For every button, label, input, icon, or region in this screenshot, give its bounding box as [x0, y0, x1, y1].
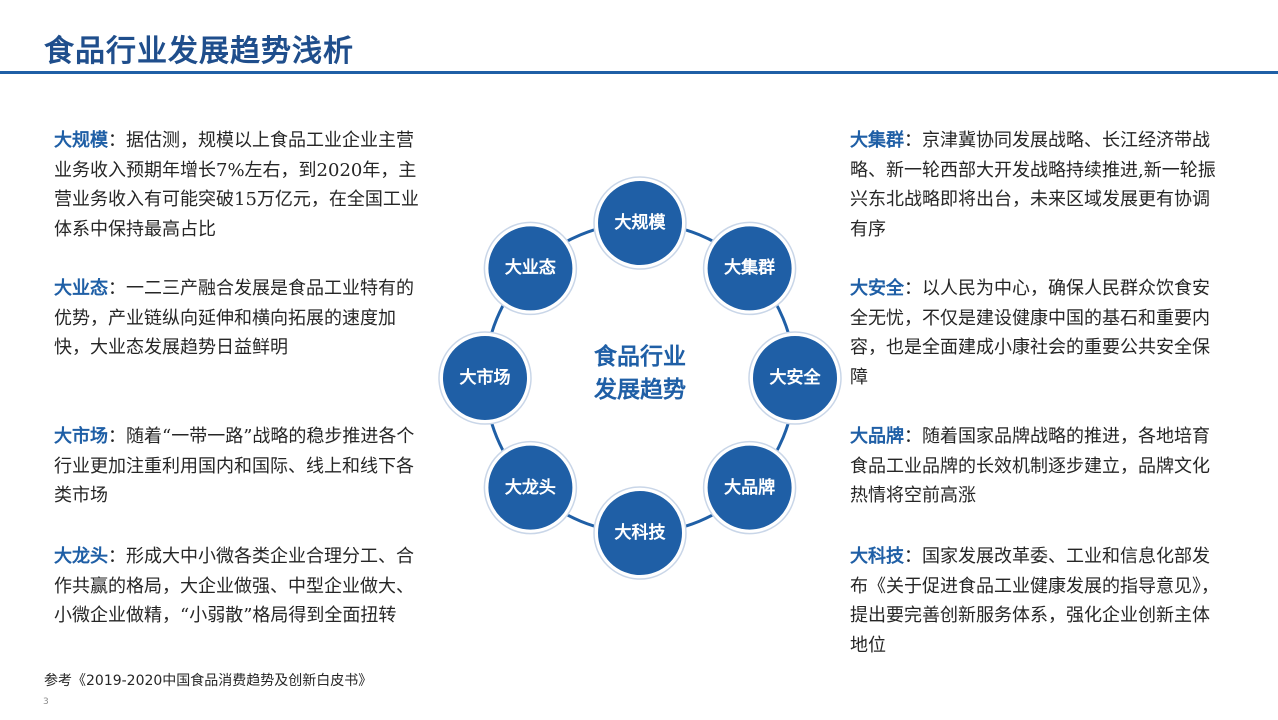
paragraph-text: ：一二三产融合发展是食品工业特有的优势，产业链纵向延伸和横向拓展的速度加快，大业… [54, 278, 414, 358]
paragraph-keyword: 大规模 [54, 130, 108, 151]
slide-title: 食品行业发展趋势浅析 [44, 34, 354, 69]
cycle-node-label-leaders: 大龙头 [504, 477, 556, 498]
cycle-nodes [438, 176, 842, 580]
cycle-node-brand [705, 443, 794, 532]
cycle-node-leaders [486, 443, 575, 532]
title-divider [0, 71, 1278, 74]
reference-note: 参考《2019-2020中国食品消费趋势及创新白皮书》 [44, 673, 373, 689]
center-label-line-1: 食品行业 [594, 343, 686, 370]
paragraph-keyword: 大集群 [850, 130, 904, 151]
cycle-node-tech [596, 489, 684, 577]
paragraph-keyword: 大市场 [54, 426, 108, 447]
paragraph-text: ：随着“一带一路”战略的稳步推进各个行业更加注重利用国内和国际、线上和线下各类市… [54, 426, 415, 506]
paragraph-large-brand: 大品牌：随着国家品牌战略的推进，各地培育食品工业品牌的长效机制逐步建立，品牌文化… [850, 422, 1222, 511]
center-label-line-2: 发展趋势 [594, 376, 686, 403]
paragraph-text: ：以人民为中心，确保人民群众饮食安全无忧，不仅是建设健康中国的基石和重要内容，也… [850, 278, 1210, 388]
cycle-node-label-scale: 大规模 [614, 213, 666, 233]
cycle-node-cluster [705, 224, 794, 313]
paragraph-large-leaders: 大龙头：形成大中小微各类企业合理分工、合作共赢的格局，大企业做强、中型企业做大、… [54, 542, 426, 631]
cycle-node-label-market: 大市场 [459, 368, 511, 388]
paragraph-large-cluster: 大集群：京津冀协同发展战略、长江经济带战略、新一轮西部大开发战略持续推进,新一轮… [850, 126, 1222, 244]
paragraph-large-safety: 大安全：以人民为中心，确保人民群众饮食安全无忧，不仅是建设健康中国的基石和重要内… [850, 274, 1222, 392]
paragraph-text: ：形成大中小微各类企业合理分工、合作共赢的格局，大企业做强、中型企业做大、小微企… [54, 546, 414, 626]
paragraph-text: ：国家发展改革委、工业和信息化部发布《关于促进食品工业健康发展的指导意见》，提出… [850, 546, 1219, 656]
paragraph-keyword: 大科技 [850, 546, 904, 567]
paragraph-large-scale: 大规模：据估测，规模以上食品工业企业主营业务收入预期年增长7%左右，到2020年… [54, 126, 426, 244]
cycle-node-scale [596, 179, 684, 267]
paragraph-large-tech: 大科技：国家发展改革委、工业和信息化部发布《关于促进食品工业健康发展的指导意见》… [850, 542, 1222, 660]
cycle-node-label-tech: 大科技 [614, 523, 666, 543]
paragraph-keyword: 大龙头 [54, 546, 108, 567]
paragraph-text: ：据估测，规模以上食品工业企业主营业务收入预期年增长7%左右，到2020年，主营… [54, 130, 419, 240]
page-number: 3 [43, 697, 49, 707]
cycle-node-format [486, 224, 575, 313]
cycle-node-safety [751, 334, 839, 422]
cycle-node-label-safety: 大安全 [769, 368, 821, 388]
paragraph-large-market: 大市场：随着“一带一路”战略的稳步推进各个行业更加注重利用国内和国际、线上和线下… [54, 422, 426, 511]
cycle-node-market [441, 334, 529, 422]
cycle-node-label-cluster: 大集群 [724, 258, 776, 279]
cycle-node-label-brand: 大品牌 [724, 477, 776, 498]
paragraph-text: ：京津冀协同发展战略、长江经济带战略、新一轮西部大开发战略持续推进,新一轮振兴东… [850, 130, 1216, 240]
paragraph-keyword: 大品牌 [850, 426, 904, 447]
paragraph-keyword: 大业态 [54, 278, 108, 299]
paragraph-text: ：随着国家品牌战略的推进，各地培育食品工业品牌的长效机制逐步建立，品牌文化热情将… [850, 426, 1210, 506]
paragraph-keyword: 大安全 [850, 278, 904, 299]
diagram-center-label: 食品行业 发展趋势 [568, 340, 712, 406]
paragraph-large-format: 大业态：一二三产融合发展是食品工业特有的优势，产业链纵向延伸和横向拓展的速度加快… [54, 274, 426, 363]
cycle-node-label-format: 大业态 [504, 258, 556, 279]
